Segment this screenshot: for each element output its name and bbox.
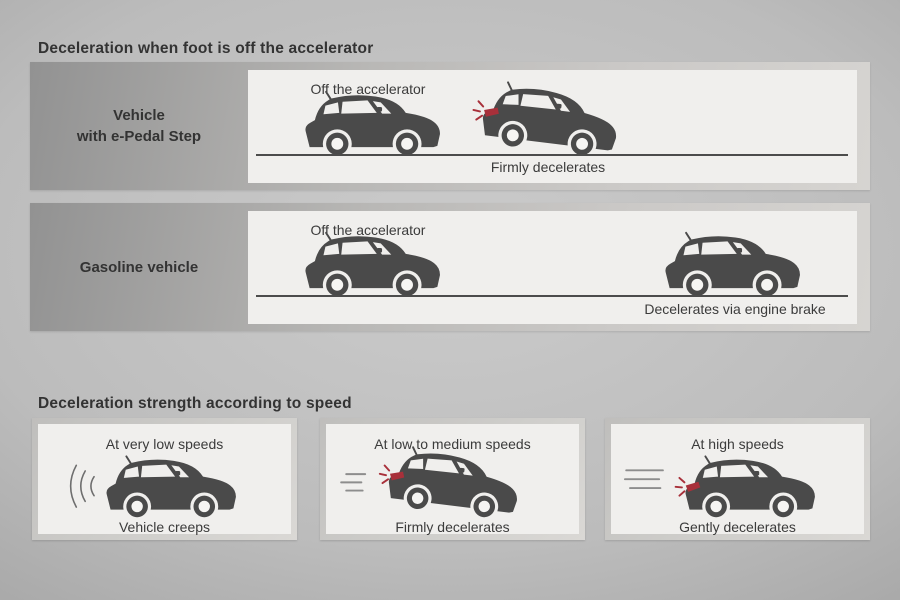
caption-at-high-speeds: At high speeds bbox=[691, 436, 784, 452]
caption-firmly-decelerates: Firmly decelerates bbox=[395, 519, 510, 535]
caption-engine-brake: Decelerates via engine brake bbox=[644, 301, 826, 317]
card-inner: At low to medium speeds Firmly decelerat… bbox=[326, 424, 579, 535]
row-panel-epedal: Vehicle with e-Pedal Step Off the accele… bbox=[30, 62, 870, 190]
illustration-panel-epedal: Off the accelerator Firmly decelerates bbox=[248, 70, 857, 183]
card-inner: At very low speeds Vehicle creeps bbox=[38, 424, 291, 535]
card-low-medium-speeds: At low to medium speeds Firmly decelerat… bbox=[320, 418, 585, 540]
caption-firmly-decelerates: Firmly decelerates bbox=[490, 159, 606, 175]
caption-vehicle-creeps: Vehicle creeps bbox=[118, 519, 211, 535]
caption-at-very-low-speeds: At very low speeds bbox=[105, 436, 224, 452]
coasting-car-icon bbox=[664, 231, 801, 301]
card-very-low-speeds: At very low speeds Vehicle creeps bbox=[32, 418, 297, 540]
section-title-deceleration: Deceleration when foot is off the accele… bbox=[38, 40, 374, 57]
section-title-strength: Deceleration strength according to speed bbox=[38, 395, 352, 412]
braking-car-with-speed-lines-icon bbox=[340, 443, 523, 526]
coasting-car-icon bbox=[304, 231, 441, 301]
caption-off-accelerator: Off the accelerator bbox=[310, 222, 426, 238]
ground-line bbox=[256, 295, 848, 297]
braking-car-icon bbox=[471, 78, 623, 164]
row-panel-gasoline: Gasoline vehicle Off the accelerator Dec… bbox=[30, 203, 870, 331]
card-high-speeds: At high speeds Gently decelerates bbox=[605, 418, 870, 540]
card-inner: At high speeds Gently decelerates bbox=[611, 424, 864, 535]
creeping-car-with-sound-waves-icon bbox=[69, 455, 237, 522]
row-label-epedal: Vehicle with e-Pedal Step bbox=[76, 107, 202, 145]
caption-off-accelerator: Off the accelerator bbox=[310, 81, 426, 97]
gently-braking-car-with-speed-lines-icon bbox=[623, 455, 816, 522]
caption-gently-decelerates: Gently decelerates bbox=[679, 519, 796, 535]
row-label-gasoline: Gasoline vehicle bbox=[79, 258, 199, 276]
illustration-panel-gasoline: Off the accelerator Decelerates via engi… bbox=[248, 211, 857, 324]
ground-line bbox=[256, 154, 848, 156]
